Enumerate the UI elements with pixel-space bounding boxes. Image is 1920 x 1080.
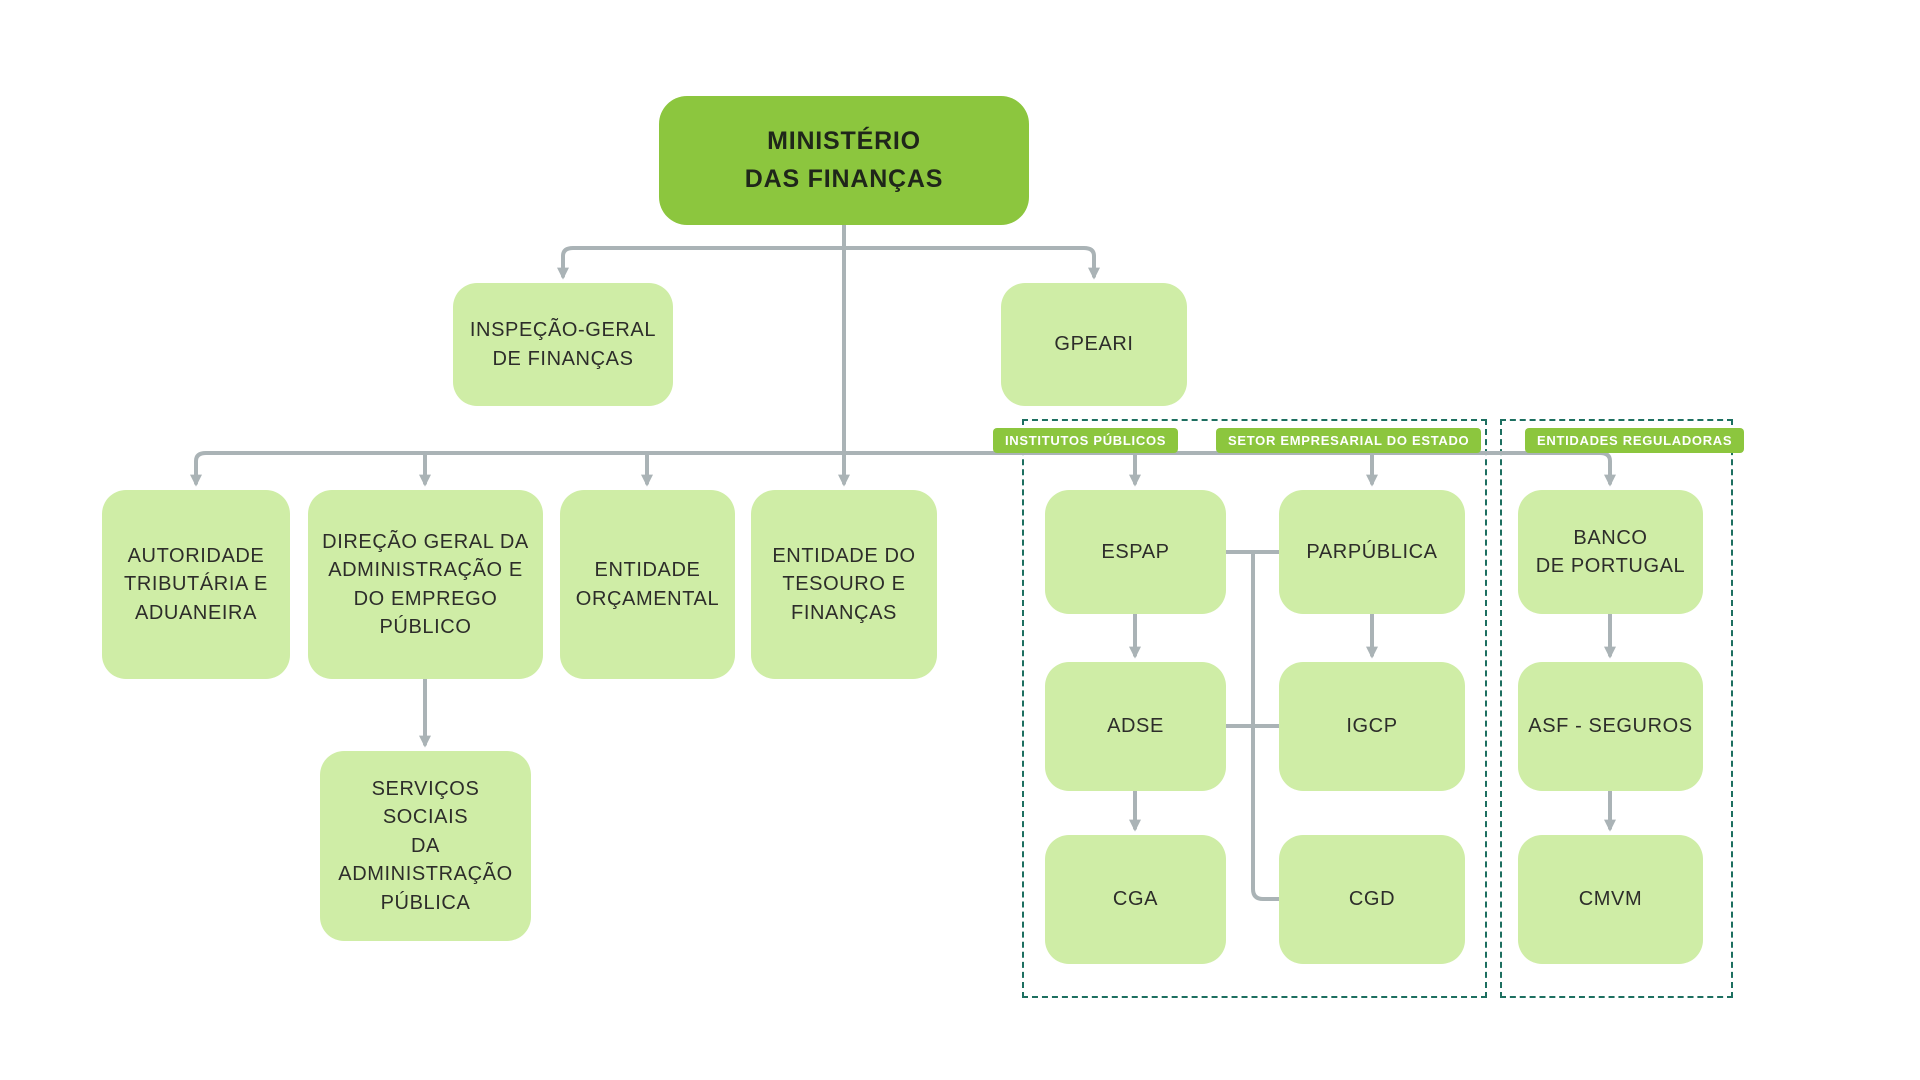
- node-label: ADSE: [1107, 715, 1164, 738]
- node-label: IGCP: [1346, 715, 1398, 738]
- edge-bar-to-autoridade: [190, 451, 846, 487]
- node-adse: ADSE: [1045, 662, 1226, 791]
- node-direcao-geral-administracao-emprego-publico: DIREÇÃO GERAL DA ADMINISTRAÇÃO E DO EMPR…: [308, 490, 543, 679]
- node-ministerio-das-financas: MINISTÉRIO DAS FINANÇAS: [659, 96, 1029, 225]
- node-label: ASF - SEGUROS: [1528, 715, 1693, 738]
- node-label: SERVIÇOS SOCIAIS DA ADMINISTRAÇÃO PÚBLIC…: [338, 778, 513, 914]
- node-entidade-orcamental: ENTIDADE ORÇAMENTAL: [560, 490, 735, 679]
- node-asf-seguros: ASF - SEGUROS: [1518, 662, 1703, 791]
- node-espap: ESPAP: [1045, 490, 1226, 614]
- group-institutos-setor-outline: [1022, 419, 1487, 998]
- node-label: CGD: [1348, 888, 1396, 911]
- node-gpeari: GPEARI: [1001, 283, 1187, 406]
- group-reguladoras-outline: [1500, 419, 1733, 998]
- node-cga: CGA: [1045, 835, 1226, 964]
- node-label: ESPAP: [1101, 540, 1170, 563]
- node-entidade-do-tesouro-e-financas: ENTIDADE DO TESOURO E FINANÇAS: [751, 490, 937, 679]
- node-label: CGA: [1112, 888, 1159, 911]
- node-label: INSPEÇÃO-GERAL DE FINANÇAS: [469, 319, 657, 370]
- node-label: MINISTÉRIO DAS FINANÇAS: [744, 127, 944, 193]
- badge-setor-empresarial-do-estado: SETOR EMPRESARIAL DO ESTADO: [1216, 428, 1482, 453]
- node-label: AUTORIDADE TRIBUTÁRIA E ADUANEIRA: [124, 544, 268, 624]
- node-label: GPEARI: [1054, 333, 1134, 356]
- badge-entidades-reguladoras: ENTIDADES REGULADORAS: [1525, 428, 1745, 453]
- node-inspecao-geral-de-financas: INSPEÇÃO-GERAL DE FINANÇAS: [453, 283, 673, 406]
- node-label: ENTIDADE ORÇAMENTAL: [575, 559, 720, 610]
- node-autoridade-tributaria-e-aduaneira: AUTORIDADE TRIBUTÁRIA E ADUANEIRA: [102, 490, 290, 679]
- node-parpublica: PARPÚBLICA: [1279, 490, 1465, 614]
- edge-ministerio-igf: [557, 246, 846, 280]
- node-cmvm: CMVM: [1518, 835, 1703, 964]
- badge-institutos-publicos: INSTITUTOS PÚBLICOS: [993, 428, 1179, 453]
- edge-ministerio-gpeari: [842, 246, 1100, 280]
- node-cgd: CGD: [1279, 835, 1465, 964]
- node-label: CMVM: [1578, 888, 1643, 911]
- node-igcp: IGCP: [1279, 662, 1465, 791]
- node-servicos-sociais-da-administracao-publica: SERVIÇOS SOCIAIS DA ADMINISTRAÇÃO PÚBLIC…: [320, 751, 531, 941]
- node-label: ENTIDADE DO TESOURO E FINANÇAS: [772, 544, 916, 624]
- node-label: DIREÇÃO GERAL DA ADMINISTRAÇÃO E DO EMPR…: [322, 530, 529, 638]
- node-label: BANCO DE PORTUGAL: [1535, 526, 1686, 577]
- node-label: PARPÚBLICA: [1306, 540, 1438, 563]
- node-banco-de-portugal: BANCO DE PORTUGAL: [1518, 490, 1703, 614]
